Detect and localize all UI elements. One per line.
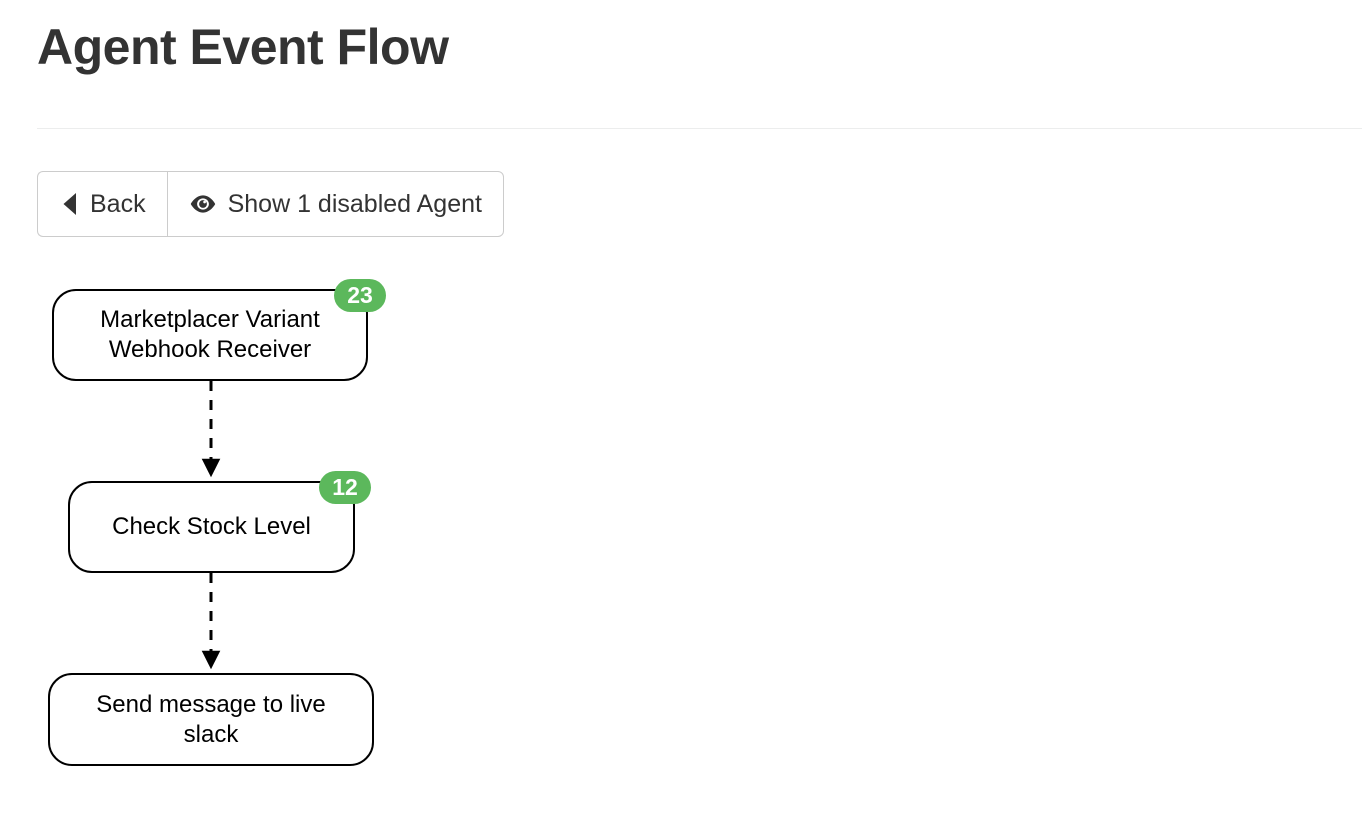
flow-node-label: Send message to live slack	[96, 690, 326, 748]
back-button-label: Back	[90, 189, 146, 218]
flow-connectors	[201, 381, 221, 670]
show-disabled-agent-label: Show 1 disabled Agent	[227, 189, 482, 218]
flow-node-send-message-to-live-slack[interactable]: Send message to live slack	[48, 673, 374, 766]
page-title: Agent Event Flow	[37, 19, 449, 75]
flow-diagram: Marketplacer Variant Webhook Receiver 23…	[0, 250, 1362, 834]
back-button[interactable]: Back	[37, 171, 167, 237]
page-header: Agent Event Flow	[37, 18, 1362, 76]
header-divider	[37, 128, 1362, 129]
toolbar-button-group: Back Show 1 disabled Agent	[37, 171, 504, 237]
flow-node-check-stock-level[interactable]: Check Stock Level	[68, 481, 355, 573]
flow-node-label: Check Stock Level	[112, 513, 311, 540]
flow-node-badge-count[interactable]: 12	[319, 471, 371, 504]
chevron-left-icon	[59, 191, 79, 217]
eye-icon	[189, 193, 217, 215]
flow-node-label: Marketplacer Variant Webhook Receiver	[100, 306, 320, 363]
show-disabled-agent-button[interactable]: Show 1 disabled Agent	[166, 171, 504, 237]
flow-node-marketplacer-variant-webhook-receiver[interactable]: Marketplacer Variant Webhook Receiver	[52, 289, 368, 381]
flow-node-badge-count[interactable]: 23	[334, 279, 386, 312]
